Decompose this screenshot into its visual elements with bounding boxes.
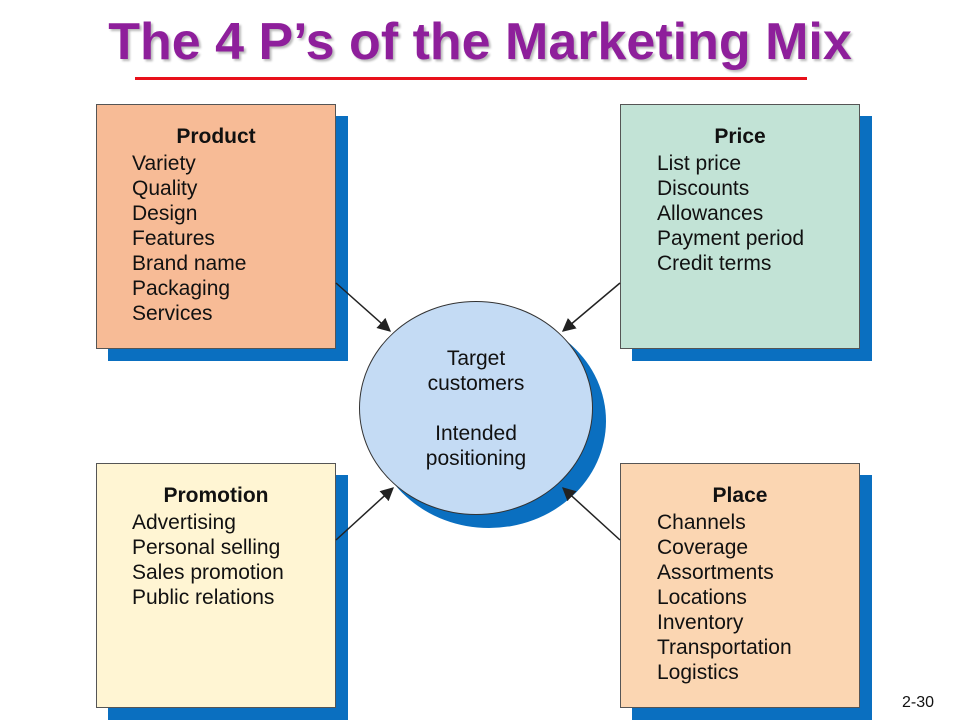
promotion-title: Promotion [163, 484, 269, 507]
intended-label-line: Intended [435, 422, 517, 445]
arrow-promotion-to-center [335, 487, 394, 541]
price-box: Price List price Discounts Allowances Pa… [620, 104, 860, 349]
list-item: Channels [657, 511, 746, 534]
place-title: Place [712, 484, 768, 507]
list-item: Assortments [657, 561, 774, 584]
intended-positioning-label: Intended positioning [360, 421, 592, 471]
place-box: Place Channels Coverage Assortments Loca… [620, 463, 860, 708]
target-customers-label: Target customers [360, 346, 592, 396]
list-item: Personal selling [132, 536, 281, 559]
list-item: Advertising [132, 511, 236, 534]
target-label-line: Target [446, 347, 506, 370]
arrow-place-to-center [562, 487, 621, 541]
title-underline [135, 77, 807, 80]
list-item: Brand name [132, 252, 247, 275]
list-item: Sales promotion [132, 561, 284, 584]
list-item: Payment period [657, 227, 805, 250]
list-item: Features [132, 227, 215, 250]
list-item: Allowances [657, 202, 764, 225]
list-item: Discounts [657, 177, 750, 200]
promotion-box: Promotion Advertising Personal selling S… [96, 463, 336, 708]
list-item: Transportation [657, 636, 792, 659]
promotion-list: Advertising Personal selling Sales promo… [132, 510, 284, 610]
list-item: Quality [132, 177, 198, 200]
list-item: Services [132, 302, 213, 325]
slide-title: The 4 P’s of the Marketing Mix [108, 13, 852, 71]
product-box: Product Variety Quality Design Features … [96, 104, 336, 349]
list-item: Locations [657, 586, 747, 609]
list-item: Variety [132, 152, 196, 175]
list-item: Inventory [657, 611, 744, 634]
center-circle: Target customers Intended positioning [359, 301, 593, 515]
place-list: Channels Coverage Assortments Locations … [657, 510, 792, 685]
list-item: Logistics [657, 661, 739, 684]
price-list: List price Discounts Allowances Payment … [657, 151, 804, 276]
slide-number: 2-30 [901, 694, 934, 711]
product-title: Product [176, 125, 256, 148]
price-title: Price [714, 125, 766, 148]
list-item: Packaging [132, 277, 231, 300]
list-item: Public relations [132, 586, 275, 609]
list-item: Credit terms [657, 252, 772, 275]
list-item: Design [132, 202, 198, 225]
product-list: Variety Quality Design Features Brand na… [132, 151, 246, 326]
positioning-label-line: positioning [425, 447, 527, 470]
list-item: List price [657, 152, 742, 175]
list-item: Coverage [657, 536, 749, 559]
arrow-price-to-center [561, 282, 621, 332]
arrow-product-to-center [335, 282, 392, 332]
customers-label-line: customers [427, 372, 525, 395]
